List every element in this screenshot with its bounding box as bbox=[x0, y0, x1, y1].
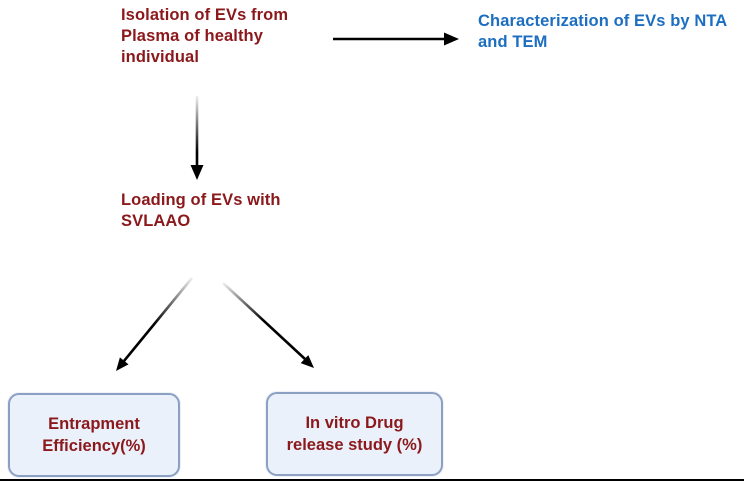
arrow-down-left-icon bbox=[116, 277, 194, 371]
box-label-line: Entrapment bbox=[48, 415, 140, 433]
box-entrapment-efficiency: Entrapment Efficiency(%) bbox=[8, 393, 180, 477]
text-line: SVLAAO bbox=[121, 212, 191, 230]
box-label-line: Efficiency(%) bbox=[42, 437, 146, 455]
text-line: Isolation of EVs from bbox=[121, 6, 289, 24]
node-loading-text: Loading of EVs with SVLAAO bbox=[121, 190, 281, 232]
arrow-down-right-icon bbox=[222, 282, 314, 368]
text-line: Characterization of EVs by NTA bbox=[478, 12, 728, 30]
text-line: Loading of EVs with bbox=[121, 191, 281, 209]
text-line: individual bbox=[121, 48, 200, 66]
box-label-line: release study (%) bbox=[286, 436, 423, 454]
node-characterization-text: Characterization of EVs by NTA and TEM bbox=[478, 11, 727, 53]
box-label-line: In vitro Drug bbox=[305, 414, 404, 432]
arrow-right-icon bbox=[333, 32, 459, 46]
text-line: Plasma of healthy bbox=[121, 27, 263, 45]
arrow-down-icon bbox=[190, 96, 204, 180]
node-isolation-text: Isolation of EVs from Plasma of healthy … bbox=[121, 5, 288, 68]
text-line: and TEM bbox=[478, 33, 548, 51]
figure-bottom-border bbox=[0, 479, 744, 481]
box-in-vitro-drug-release: In vitro Drug release study (%) bbox=[266, 392, 443, 476]
